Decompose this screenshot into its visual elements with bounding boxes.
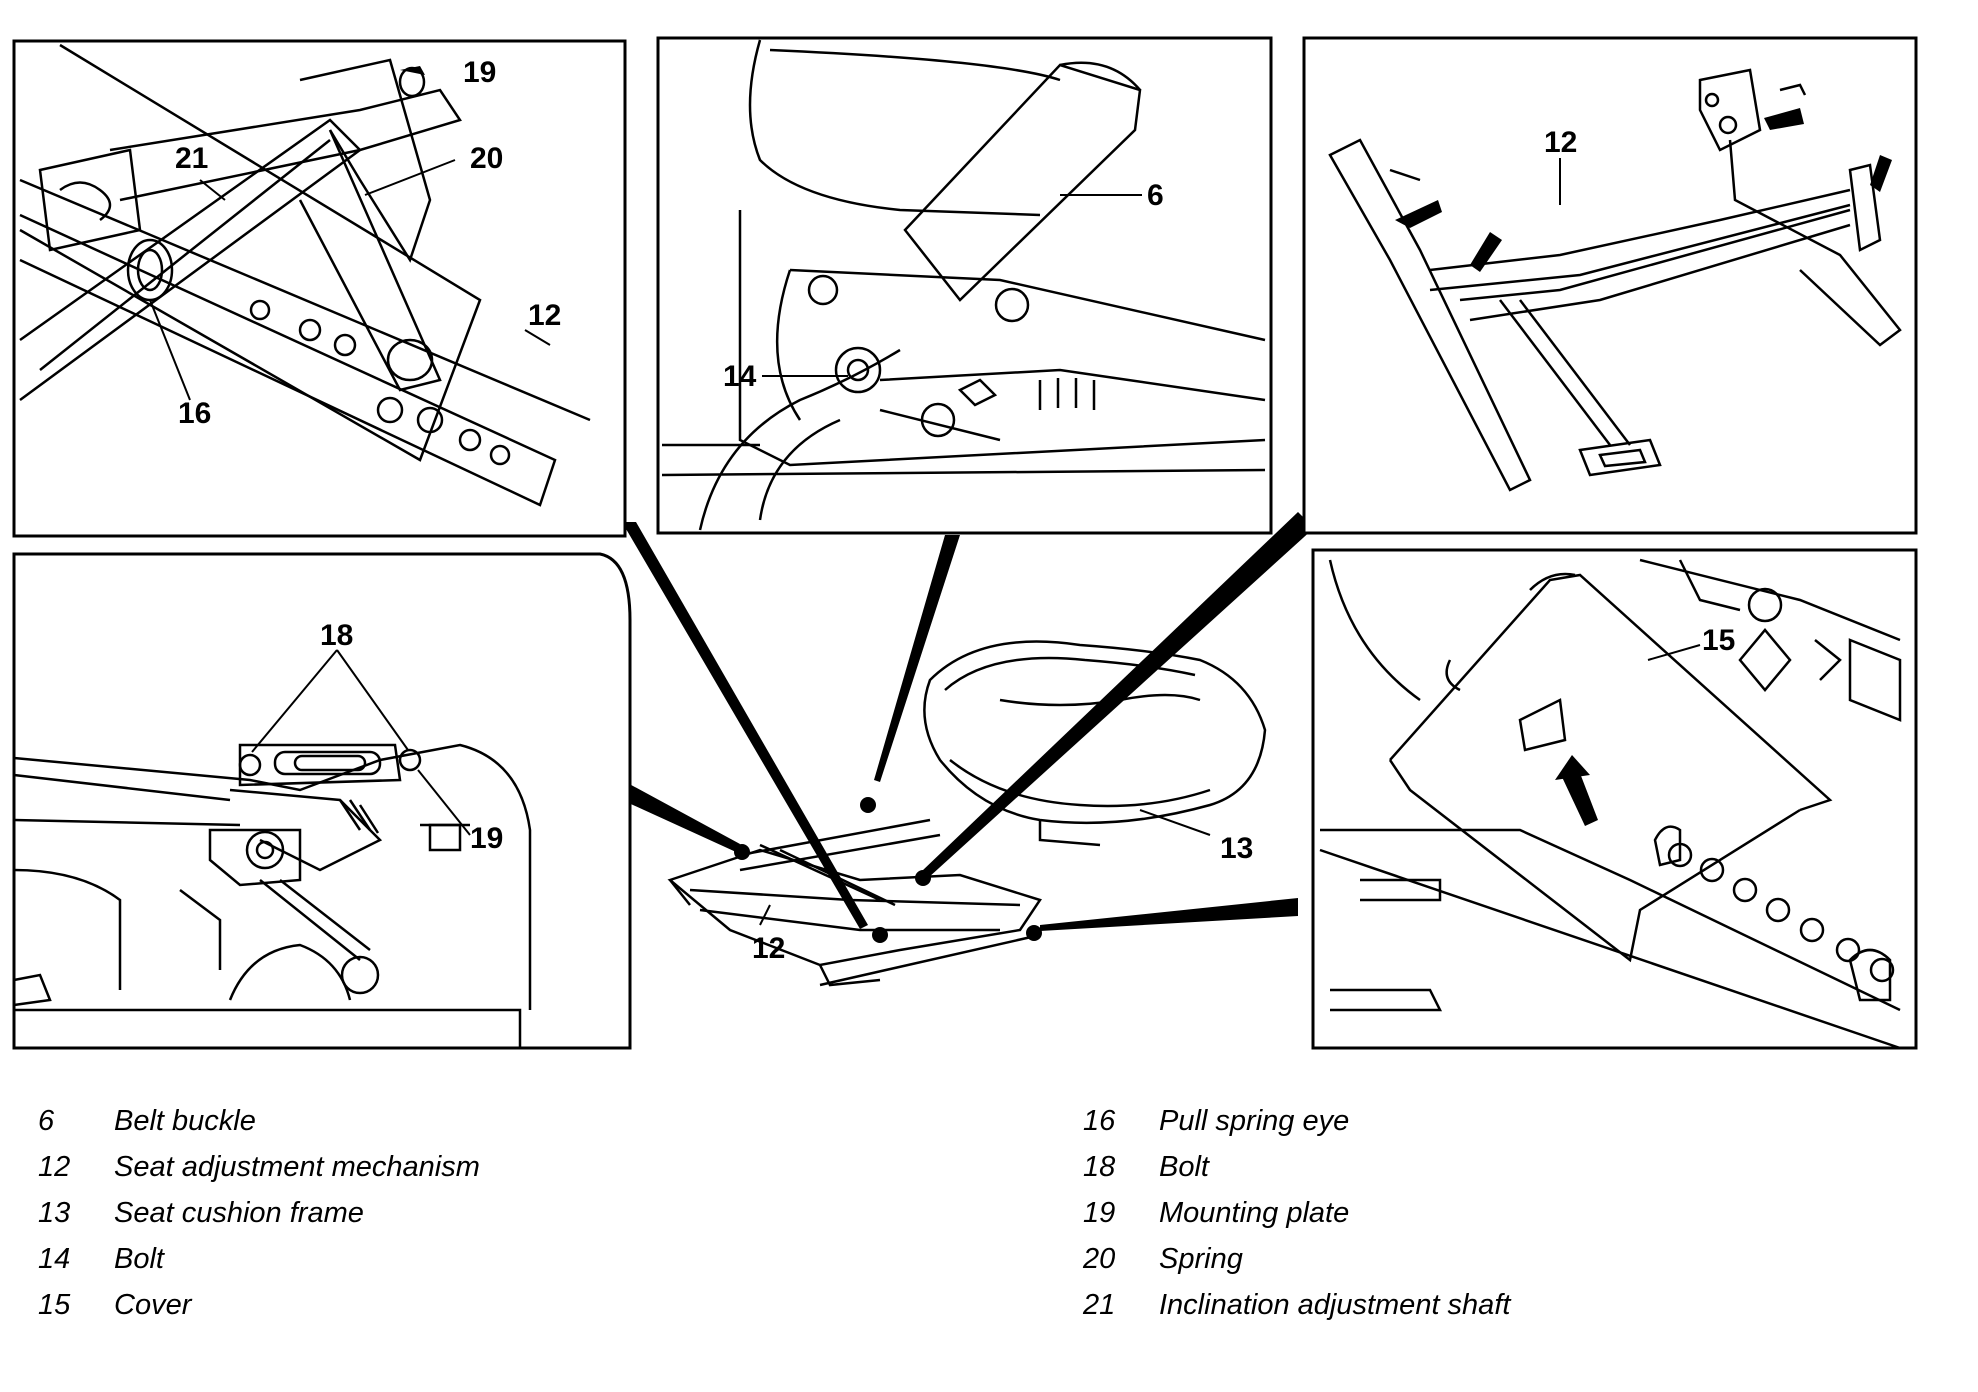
legend-number: 16 [1083, 1105, 1116, 1137]
legend-left: 6 Belt buckle 12 Seat adjustment mechani… [38, 1098, 678, 1328]
callout-6: 6 [1147, 179, 1164, 212]
callout-13: 13 [1220, 832, 1253, 865]
legend-label: Mounting plate [1159, 1197, 1350, 1229]
legend-item: 12 Seat adjustment mechanism [38, 1144, 678, 1190]
legend-item: 19 Mounting plate [1083, 1190, 1723, 1236]
legend-label: Spring [1159, 1243, 1243, 1275]
callout-21: 21 [175, 142, 208, 175]
callout-20: 20 [470, 142, 503, 175]
callout-18: 18 [320, 619, 353, 652]
legend-label: Seat cushion frame [114, 1197, 364, 1229]
panel-top-left: 19 20 21 12 16 [12, 39, 627, 538]
legend-label: Belt buckle [114, 1105, 256, 1137]
legend-right: 16 Pull spring eye 18 Bolt 19 Mounting p… [1083, 1098, 1723, 1328]
legend-number: 15 [38, 1289, 71, 1321]
legend-number: 12 [38, 1151, 71, 1183]
legend-item: 18 Bolt [1083, 1144, 1723, 1190]
callout-16: 16 [178, 397, 211, 430]
legend-number: 6 [38, 1105, 55, 1137]
legend-number: 20 [1083, 1243, 1116, 1275]
legend-number: 21 [1083, 1289, 1116, 1321]
legend-number: 14 [38, 1243, 71, 1275]
callout-19-bottom-left: 19 [470, 822, 503, 855]
callout-12-overview: 12 [752, 932, 785, 965]
legend-item: 15 Cover [38, 1282, 678, 1328]
legend-label: Bolt [114, 1243, 164, 1275]
panel-top-center: 6 14 [656, 36, 1273, 535]
legend-number: 18 [1083, 1151, 1116, 1183]
panel-bottom-right: 15 [1311, 548, 1918, 1050]
legend-label: Seat adjustment mechanism [114, 1151, 480, 1183]
legend-label: Pull spring eye [1159, 1105, 1350, 1137]
panel-top-right: 12 [1302, 36, 1918, 535]
legend-item: 6 Belt buckle [38, 1098, 678, 1144]
legend-item: 13 Seat cushion frame [38, 1190, 678, 1236]
callout-12-top-left: 12 [528, 299, 561, 332]
callout-19-top-left: 19 [463, 56, 496, 89]
callout-14: 14 [723, 360, 757, 393]
legend-number: 13 [38, 1197, 71, 1229]
legend-label: Inclination adjustment shaft [1159, 1289, 1511, 1321]
legend-number: 19 [1083, 1197, 1116, 1229]
leader-wedges [622, 512, 1314, 931]
callout-15: 15 [1702, 624, 1735, 657]
panel-bottom-left: 18 19 [12, 552, 632, 1050]
legend-label: Cover [114, 1289, 192, 1321]
legend-item: 21 Inclination adjustment shaft [1083, 1282, 1723, 1328]
legend-item: 14 Bolt [38, 1236, 678, 1282]
legend-label: Bolt [1159, 1151, 1209, 1183]
legend-item: 20 Spring [1083, 1236, 1723, 1282]
overview-seat-assembly: 13 12 [667, 640, 1267, 987]
callout-12-top-right: 12 [1544, 126, 1577, 159]
legend-item: 16 Pull spring eye [1083, 1098, 1723, 1144]
